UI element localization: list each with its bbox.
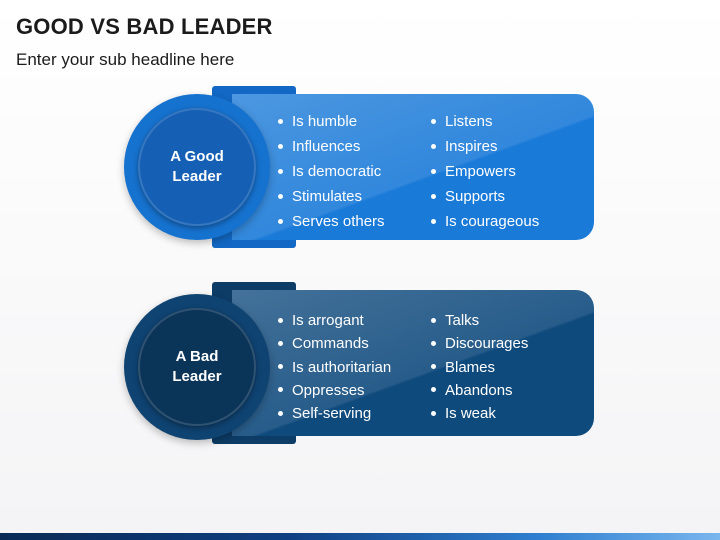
list-item: Is humble xyxy=(278,109,385,134)
list-item: Is courageous xyxy=(431,209,539,234)
list-item: Commands xyxy=(278,332,391,355)
list-item: Stimulates xyxy=(278,184,385,209)
bad-leader-sheen xyxy=(232,290,594,436)
good-leader-circle-inner: A Good Leader xyxy=(138,108,256,226)
good-traits-left: Is humble Influences Is democratic Stimu… xyxy=(278,109,385,234)
list-item: Serves others xyxy=(278,209,385,234)
list-item: Oppresses xyxy=(278,379,391,402)
list-item: Discourages xyxy=(431,332,528,355)
list-item: Blames xyxy=(431,356,528,379)
page-title: GOOD VS BAD LEADER xyxy=(16,14,273,39)
good-leader-sheen xyxy=(232,94,594,240)
bad-leader-circle: A Bad Leader xyxy=(124,294,270,440)
good-leader-label: A Good Leader xyxy=(157,147,237,187)
bad-leader-circle-inner: A Bad Leader xyxy=(138,308,256,426)
good-leader-label-line1: A Good xyxy=(170,148,224,165)
list-item: Empowers xyxy=(431,159,539,184)
bad-leader-label: A Bad Leader xyxy=(157,347,237,387)
bad-leader-label-line1: A Bad xyxy=(175,348,219,365)
page-subtitle: Enter your sub headline here xyxy=(16,50,235,69)
list-item: Talks xyxy=(431,309,528,332)
list-item: Is arrogant xyxy=(278,309,391,332)
list-item: Abandons xyxy=(431,379,528,402)
list-item: Inspires xyxy=(431,134,539,159)
list-item: Supports xyxy=(431,184,539,209)
footer-bar xyxy=(0,533,720,540)
bad-traits-right: Talks Discourages Blames Abandons Is wea… xyxy=(431,309,528,425)
list-item: Is weak xyxy=(431,402,528,425)
good-leader-circle: A Good Leader xyxy=(124,94,270,240)
good-leader-label-line2: Leader xyxy=(172,168,222,185)
list-item: Is authoritarian xyxy=(278,356,391,379)
list-item: Influences xyxy=(278,134,385,159)
bad-leader-card xyxy=(212,282,594,444)
list-item: Is democratic xyxy=(278,159,385,184)
good-leader-panel xyxy=(232,94,594,240)
bad-leader-label-line2: Leader xyxy=(172,368,222,385)
good-traits-right: Listens Inspires Empowers Supports Is co… xyxy=(431,109,539,234)
bad-leader-panel xyxy=(232,290,594,436)
bad-traits-left: Is arrogant Commands Is authoritarian Op… xyxy=(278,309,391,425)
good-leader-card xyxy=(212,86,594,248)
list-item: Self-serving xyxy=(278,402,391,425)
list-item: Listens xyxy=(431,109,539,134)
